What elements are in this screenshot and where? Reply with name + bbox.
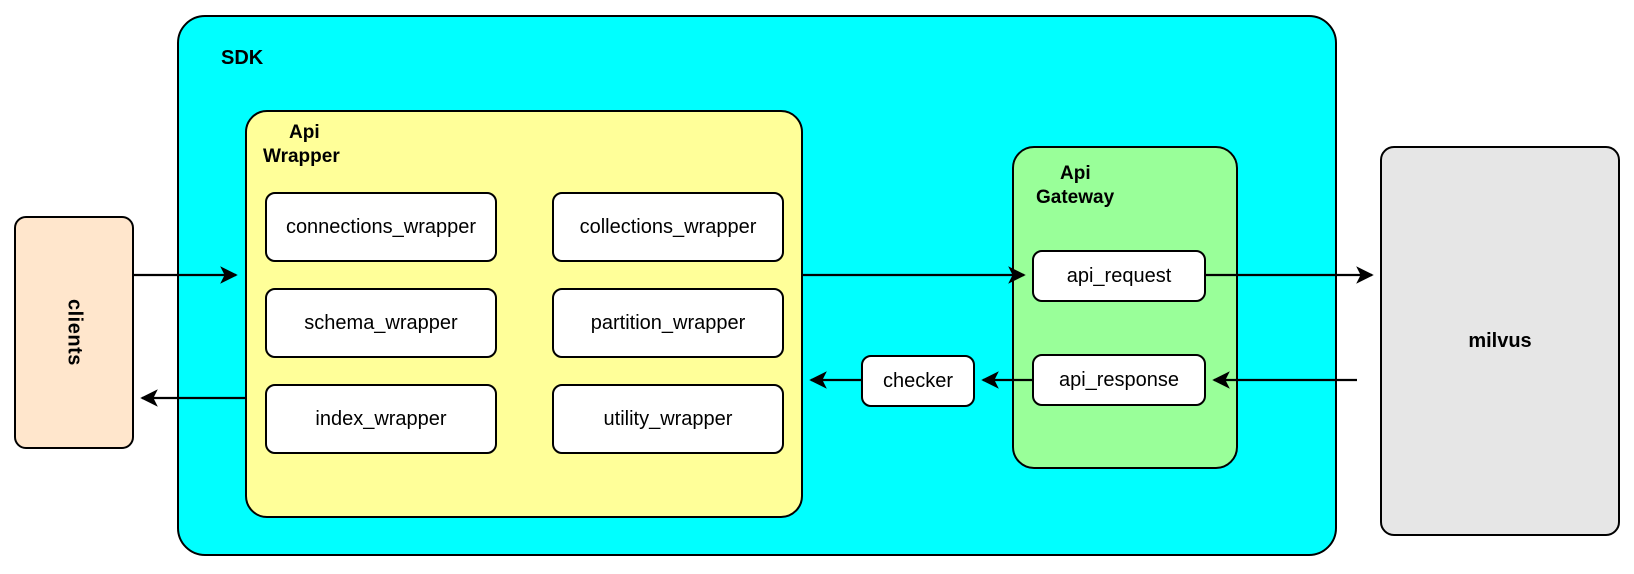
- node-label: api_request: [1066, 264, 1172, 287]
- node-utility-wrapper[interactable]: utility_wrapper: [552, 384, 784, 454]
- api-gateway-label: Api Gateway: [1026, 162, 1206, 210]
- node-api-request[interactable]: api_request: [1032, 250, 1206, 302]
- api-gateway-label-line2: Gateway: [1036, 186, 1115, 208]
- api-wrapper-label-line1: Api: [289, 122, 320, 143]
- node-label: schema_wrapper: [304, 311, 458, 334]
- node-label: checker: [882, 369, 954, 392]
- api-wrapper-label-line2: Wrapper: [263, 145, 340, 167]
- node-label: collections_wrapper: [579, 215, 757, 238]
- node-checker[interactable]: checker: [861, 355, 975, 407]
- node-partition-wrapper[interactable]: partition_wrapper: [552, 288, 784, 358]
- node-label: connections_wrapper: [285, 215, 477, 238]
- node-label: clients: [63, 299, 86, 366]
- sdk-label: SDK: [221, 47, 264, 69]
- node-label: index_wrapper: [315, 407, 447, 430]
- node-schema-wrapper[interactable]: schema_wrapper: [265, 288, 497, 358]
- node-milvus[interactable]: milvus: [1380, 146, 1620, 536]
- node-label: utility_wrapper: [603, 407, 733, 430]
- node-api-response[interactable]: api_response: [1032, 354, 1206, 406]
- node-index-wrapper[interactable]: index_wrapper: [265, 384, 497, 454]
- node-label: api_response: [1058, 368, 1180, 391]
- api-wrapper-label: Api Wrapper: [263, 121, 413, 169]
- api-gateway-container[interactable]: Api Gateway: [1012, 146, 1238, 469]
- node-collections-wrapper[interactable]: collections_wrapper: [552, 192, 784, 262]
- node-clients[interactable]: clients: [14, 216, 134, 449]
- node-label: partition_wrapper: [590, 311, 746, 334]
- node-label: milvus: [1468, 329, 1532, 352]
- node-connections-wrapper[interactable]: connections_wrapper: [265, 192, 497, 262]
- api-gateway-label-line1: Api: [1060, 163, 1091, 184]
